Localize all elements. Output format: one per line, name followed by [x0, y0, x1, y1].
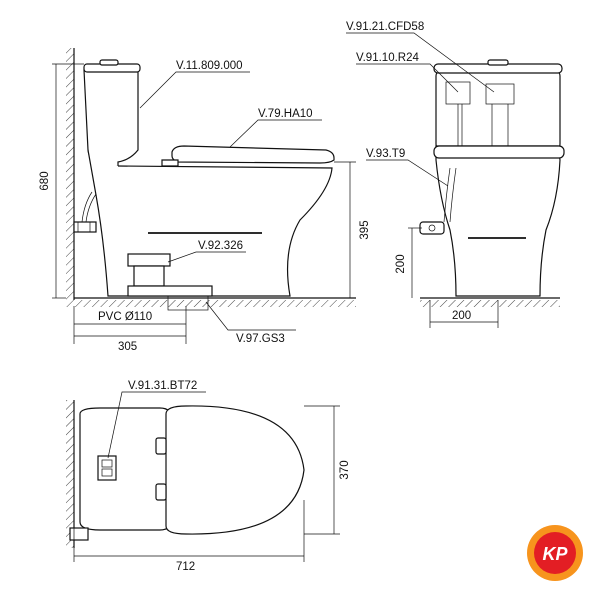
front-flush-valve — [485, 83, 515, 105]
side-outlet-pipe — [133, 265, 165, 287]
side-seat-lid — [171, 145, 335, 164]
top-wall-hatch — [66, 400, 74, 548]
front-flush-button — [487, 59, 509, 66]
top-flush-button — [97, 455, 117, 481]
dim-width-label: 370 — [339, 460, 351, 479]
front-view: 200 200 V.91.21.CFD58 V.91.10.R24 V.93.T… — [346, 21, 565, 328]
top-flush-button-half — [101, 459, 113, 468]
leader-angle-valve — [366, 159, 449, 187]
front-angle-valve-knob — [428, 224, 436, 232]
dim-inlet-offset-label: 200 — [452, 310, 471, 322]
dim-seat-height-label: 395 — [359, 220, 371, 239]
leader-connector — [167, 251, 246, 263]
front-seat — [433, 145, 565, 159]
dim-rough-in-label: 305 — [118, 341, 137, 353]
side-wall-hatch — [66, 48, 74, 300]
side-bowl — [87, 149, 333, 297]
top-tank — [79, 407, 173, 531]
leader-flush-valve — [346, 32, 495, 93]
front-supply-hose — [443, 167, 451, 223]
front-bowl — [435, 145, 561, 297]
side-drain-pipe — [167, 295, 209, 311]
dim-pipe-label: PVC Ø110 — [98, 311, 152, 323]
dim-height-label: 680 — [39, 171, 51, 190]
label-seat: V.79.HA10 — [258, 108, 313, 120]
label-button: V.91.31.BT72 — [128, 380, 197, 392]
logo-text: KP — [542, 544, 568, 564]
top-angle-valve — [69, 527, 89, 541]
logo-inner-disc — [534, 532, 576, 574]
leader-button — [107, 391, 206, 459]
leader-tank-lid — [139, 71, 250, 109]
top-seat-lid — [165, 405, 305, 535]
side-outlet-connector — [127, 253, 171, 267]
leader-fill-valve — [356, 63, 459, 93]
front-angle-valve — [419, 221, 445, 235]
side-flush-button — [99, 59, 119, 66]
label-tank-lid: V.11.809.000 — [176, 60, 243, 72]
top-hinge-left — [155, 437, 167, 455]
side-tank — [83, 69, 139, 167]
side-seat-hinge — [161, 159, 179, 167]
side-view: 680 395 305 PVC Ø110 V.11.809.000 V.79.H… — [39, 48, 371, 353]
top-view: 370 712 V.91.31.BT72 — [66, 380, 351, 573]
front-supply-hose-2 — [449, 167, 457, 223]
label-connector: V.92.326 — [198, 240, 243, 252]
top-flush-button-full — [101, 468, 113, 477]
label-flange: V.97.GS3 — [236, 333, 285, 345]
dim-inlet-height-label: 200 — [395, 254, 407, 273]
side-floor-hatch — [66, 300, 356, 307]
label-fill-valve: V.91.10.R24 — [356, 52, 419, 64]
top-hinge-right — [155, 483, 167, 501]
dim-depth-label: 712 — [176, 561, 195, 573]
label-flush-valve: V.91.21.CFD58 — [346, 21, 424, 33]
label-angle-valve: V.93.T9 — [366, 148, 405, 160]
brand-logo: KP — [527, 525, 583, 581]
front-floor-hatch — [420, 300, 560, 307]
side-floor-flange — [127, 285, 213, 297]
leader-seat — [229, 119, 322, 148]
leader-flange — [205, 301, 296, 331]
side-angle-valve — [73, 221, 97, 233]
